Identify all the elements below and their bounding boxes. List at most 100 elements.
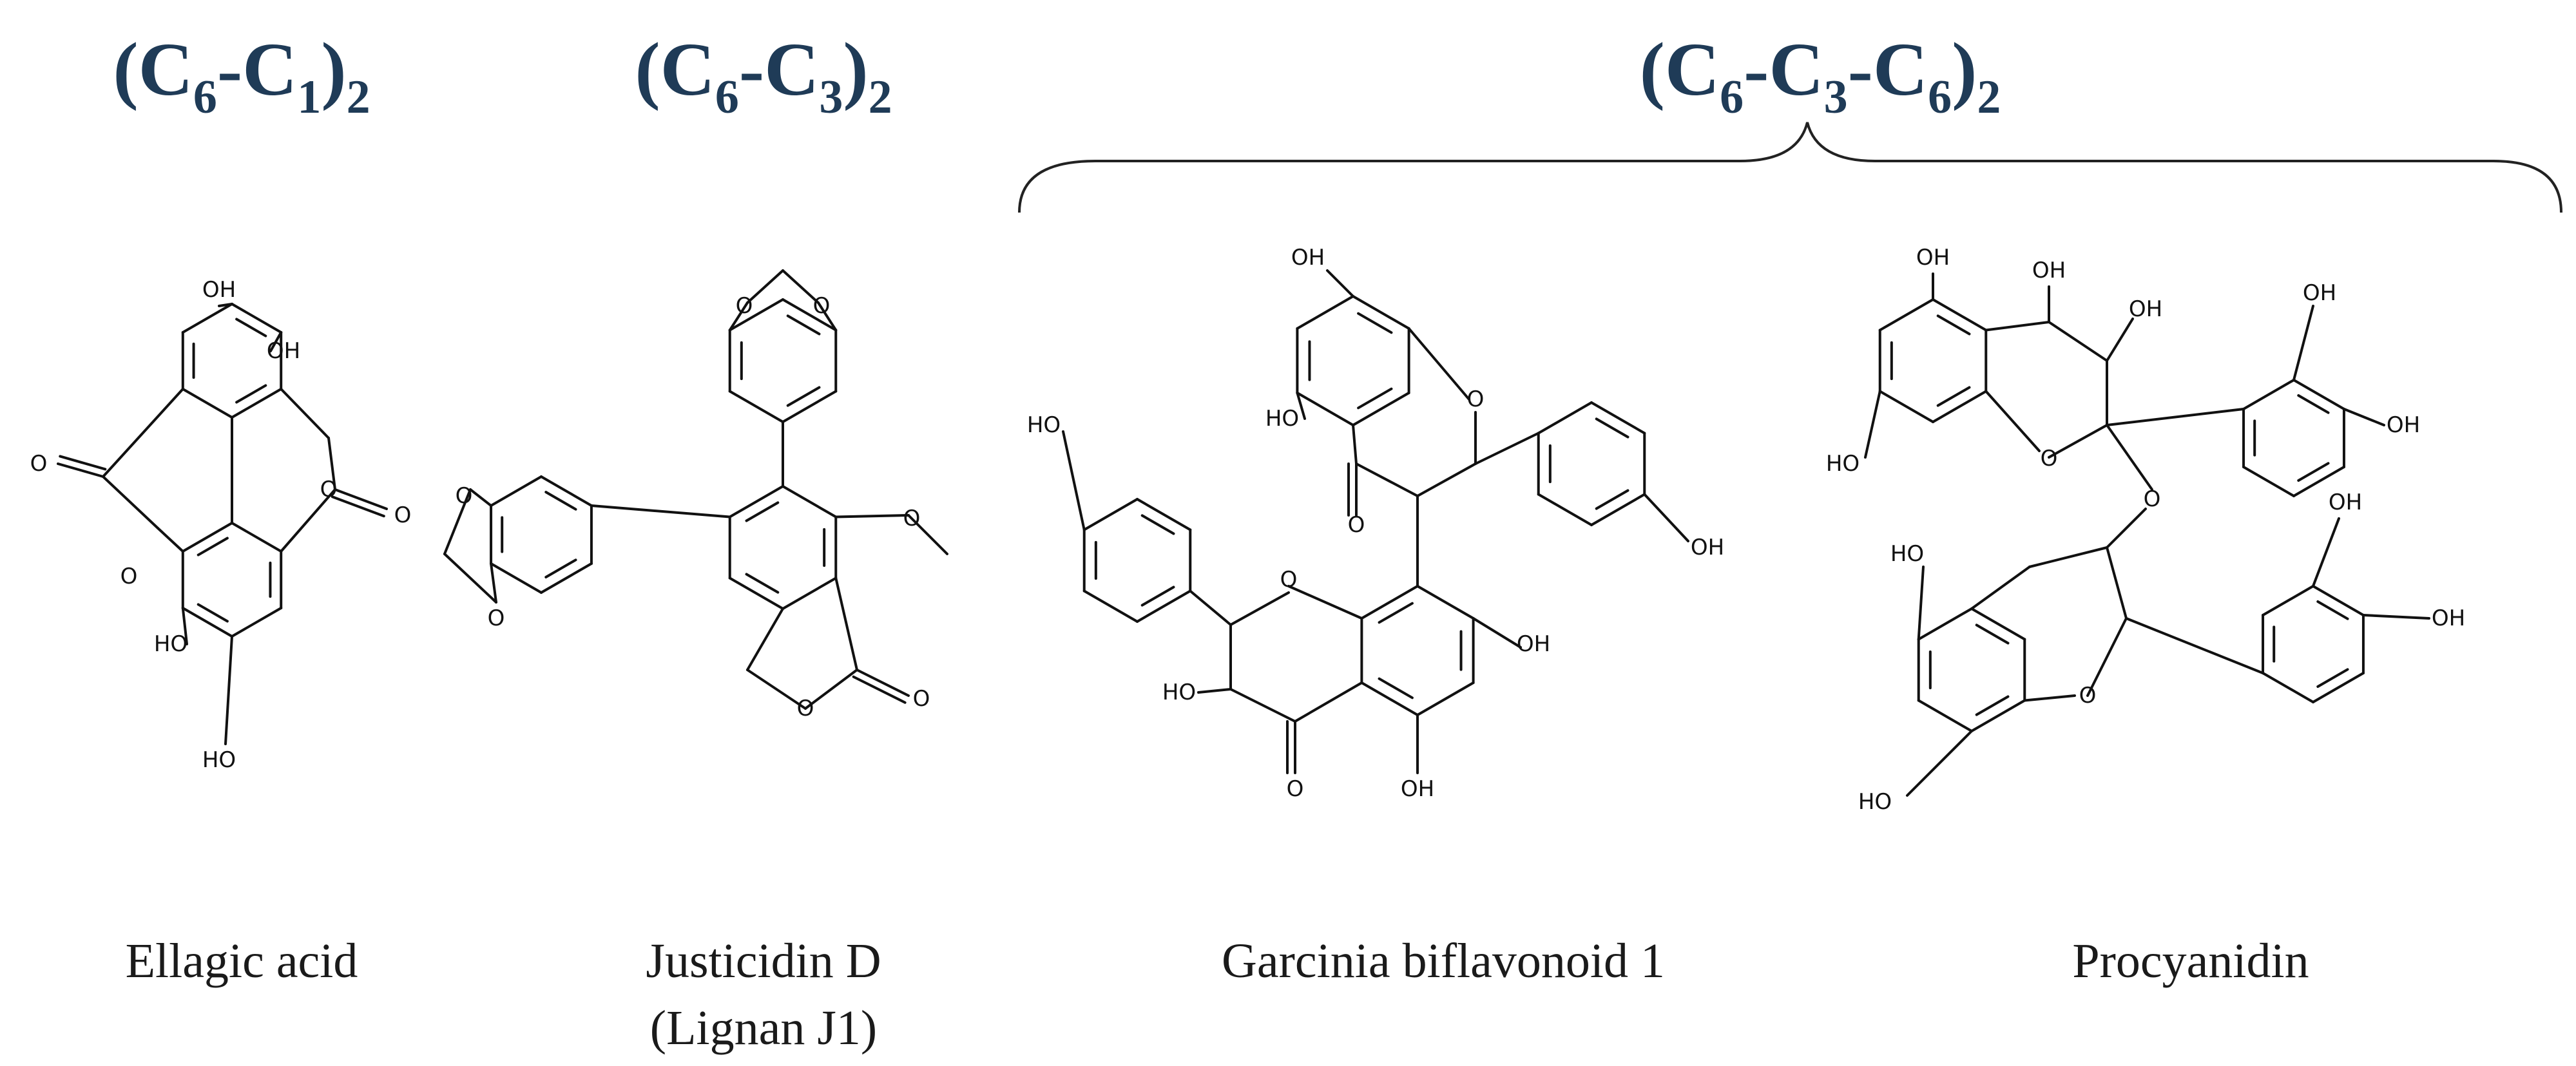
group-label-c6-c3-c6: (C6-C3-C6)2	[1639, 27, 2001, 124]
ring-bond	[782, 576, 838, 610]
bond	[2086, 617, 2128, 697]
bond	[2106, 508, 2147, 549]
bond	[327, 437, 336, 491]
ring-bond	[1590, 493, 1646, 526]
bond	[1917, 566, 1925, 641]
ring-bond	[1136, 498, 1192, 531]
bond	[817, 301, 838, 332]
double-bond	[1975, 623, 2010, 645]
caption-procyanidin-line1: Procyanidin	[2072, 934, 2309, 988]
double-bond	[1357, 387, 1393, 410]
ring-bond	[782, 390, 838, 423]
double-bond	[2316, 668, 2349, 688]
ring-oxygen: O	[120, 564, 138, 589]
bond	[728, 301, 749, 332]
bond	[907, 514, 948, 555]
ring-bond	[728, 485, 784, 519]
bond	[746, 269, 784, 304]
bond	[102, 388, 184, 478]
hydroxyl: OH	[1401, 776, 1434, 802]
ring-bond	[1136, 589, 1192, 623]
bond	[1229, 688, 1296, 723]
ring-bond	[728, 576, 784, 610]
molecule-structures	[57, 269, 2430, 797]
double-bond	[1140, 585, 1175, 607]
ring-bond	[1360, 585, 1419, 620]
ring-bond	[2262, 585, 2314, 616]
ring-bond	[1360, 681, 1419, 716]
double-bond	[2297, 462, 2330, 482]
ring-bond	[1878, 390, 1934, 423]
bridge-oxygen: O	[2144, 486, 2161, 512]
ring-bond	[1917, 607, 1973, 641]
carbonyl-oxygen: O	[1348, 512, 1365, 538]
ring-bond	[1970, 607, 2026, 641]
carbonyl-oxygen: O	[394, 502, 412, 528]
ring-bond	[1416, 681, 1475, 716]
caption-garcinia-biflavonoid-line1: Garcinia biflavonoid 1	[1221, 934, 1666, 988]
ring-bond	[1932, 390, 1988, 423]
bond	[157, 527, 184, 553]
double-bond	[1357, 312, 1393, 334]
bond	[443, 488, 472, 555]
group-label-c6-c1: (C6-C1)2	[113, 27, 370, 124]
ring-bond	[1416, 585, 1475, 620]
bond	[782, 269, 820, 304]
hydroxyl: OH	[1916, 245, 1950, 271]
ring-bond	[1932, 298, 1988, 332]
hydroxyl: HO	[1890, 541, 1924, 567]
ring-bond	[782, 485, 838, 519]
hydroxyl: HO	[154, 631, 187, 657]
bond	[469, 488, 493, 507]
ring-oxygen: O	[2041, 446, 2058, 471]
double-bond	[235, 384, 267, 404]
bond	[269, 331, 283, 352]
double-bond	[745, 501, 780, 522]
bond	[2312, 517, 2340, 587]
bond	[443, 553, 497, 604]
caption-justicidin-d-line1: Justicidin D	[646, 934, 881, 988]
double-bond	[197, 603, 229, 623]
hydroxyl: HO	[1265, 406, 1299, 432]
bond	[1352, 424, 1358, 465]
bond	[804, 669, 858, 710]
bond	[746, 669, 807, 710]
bond	[1474, 432, 1540, 465]
ring-oxygen: O	[2079, 683, 2097, 709]
bond	[280, 388, 330, 439]
bond	[2361, 614, 2430, 620]
bond	[1985, 390, 2041, 452]
bond	[1062, 430, 1086, 531]
bond	[1407, 327, 1470, 401]
hydroxyl: OH	[2387, 412, 2420, 438]
bond	[1643, 493, 1689, 542]
bond	[490, 562, 497, 604]
ring-bond	[181, 303, 233, 334]
double-bond	[1936, 314, 1971, 336]
ring-bond	[1082, 589, 1139, 623]
bond	[1985, 321, 2050, 332]
hydroxyl: OH	[2432, 605, 2465, 631]
bond	[2106, 408, 2245, 426]
bond	[181, 607, 188, 645]
ring-bond	[181, 388, 233, 419]
ring-bond	[1590, 401, 1646, 435]
bond	[2342, 408, 2385, 426]
ring-oxygen: O	[736, 293, 753, 319]
ring-bond	[1296, 392, 1354, 426]
double-bond	[544, 491, 577, 511]
bond	[1864, 390, 1881, 459]
ring-bond	[1352, 392, 1410, 426]
caption-garcinia-biflavonoid: Garcinia biflavonoid 1	[1222, 928, 1665, 995]
bond	[1189, 589, 1232, 626]
caption-justicidin-d: Justicidin D (Lignan J1)	[646, 928, 881, 1061]
hydroxyl: HO	[202, 747, 236, 773]
double-bond	[1975, 695, 2010, 716]
methoxy-oxygen: O	[903, 506, 921, 531]
double-bond	[786, 386, 821, 407]
ring-bond	[490, 475, 543, 507]
double-bond	[1140, 514, 1175, 535]
ring-oxygen: O	[456, 483, 473, 509]
hydroxyl: OH	[1291, 245, 1325, 271]
